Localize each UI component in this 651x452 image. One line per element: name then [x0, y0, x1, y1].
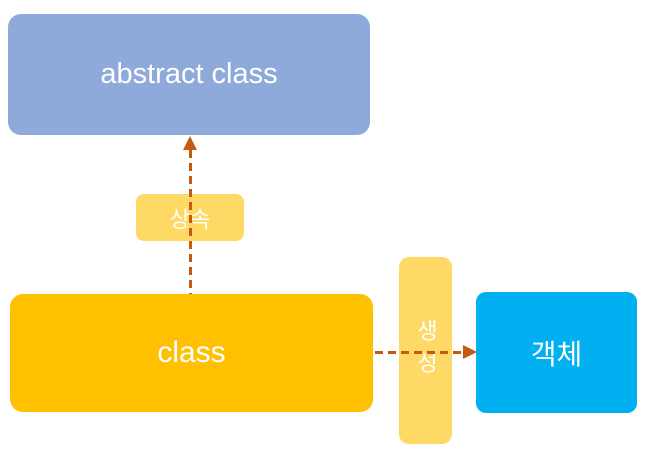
node-abstract-class-label: abstract class [100, 58, 278, 90]
edge-creation-label-text: 생성 [410, 319, 442, 383]
arrowhead-up-icon [183, 136, 197, 150]
edge-creation-dashed-line [375, 351, 465, 354]
node-abstract-class: abstract class [8, 14, 370, 135]
node-object: 객체 [476, 292, 637, 413]
edge-inheritance-dashed-line [189, 150, 192, 294]
arrowhead-right-icon [463, 345, 477, 359]
node-class: class [10, 294, 373, 412]
node-class-label: class [157, 336, 226, 369]
node-object-label: 객체 [530, 338, 583, 370]
edge-creation-label: 생성 [399, 257, 452, 444]
